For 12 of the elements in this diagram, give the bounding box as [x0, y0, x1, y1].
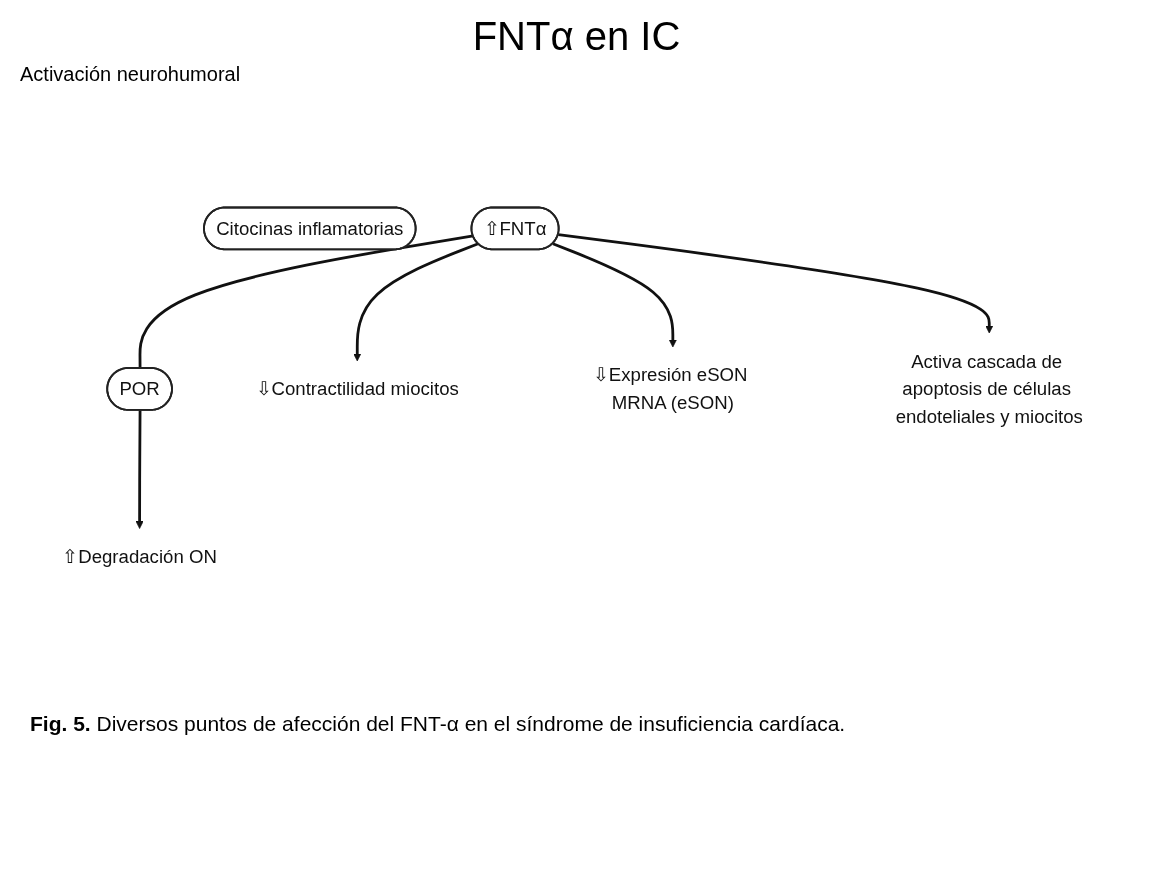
arrow — [135, 410, 144, 529]
arrow — [557, 233, 993, 334]
node-text: ⇧Degradación ON — [61, 546, 217, 567]
node-text: ⇩Expresión eSON MRNA (eSON) — [592, 364, 747, 414]
arrow — [352, 242, 479, 362]
note-text: Activación neurohumoral — [20, 63, 242, 86]
arrow — [551, 242, 677, 348]
node-text: ⇩Contractilidad miocitos — [255, 378, 459, 400]
connector — [138, 234, 473, 369]
figure-caption: Fig. 5. Diversos puntos de afección del FNT-α en el síndrome de insuficiencia cardíaca. — [30, 712, 847, 736]
diagram-title: FNTα en IC — [471, 14, 682, 59]
node-text: Activa cascada de apoptosis de células endoteliales y miocitos — [895, 350, 1083, 428]
